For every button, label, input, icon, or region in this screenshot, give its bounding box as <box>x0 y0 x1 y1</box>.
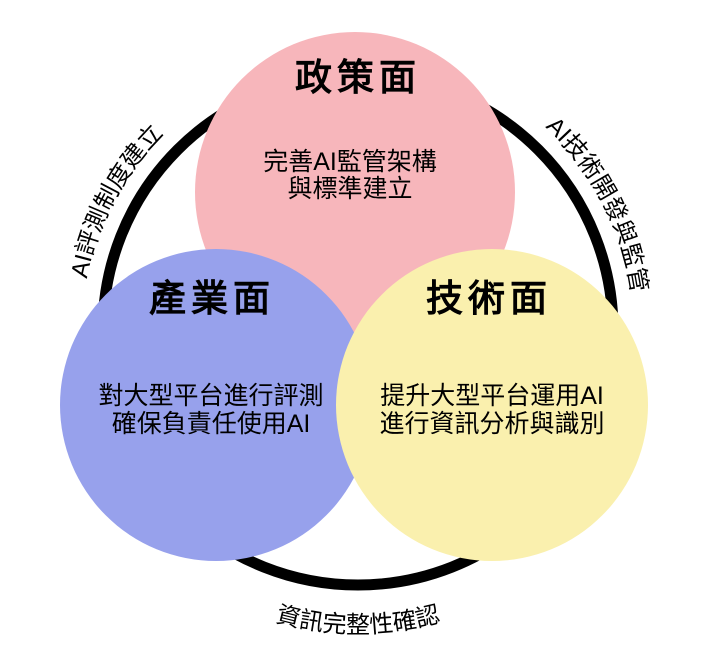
policy-description-line2: 與標準建立 <box>287 175 412 203</box>
ring-label-bottom-text: 資訊完整性確認 <box>274 601 443 639</box>
technology-description-line2: 進行資訊分析與識別 <box>379 410 604 438</box>
industry-description-line2: 確保負責任使用AI <box>112 410 311 438</box>
technology-description-line1: 提升大型平台運用AI <box>380 382 604 410</box>
industry-title: 產業面 <box>149 278 275 319</box>
technology-title: 技術面 <box>426 278 552 319</box>
industry-circle <box>60 249 372 561</box>
ring-label-bottom: 資訊完整性確認 <box>274 601 443 639</box>
policy-description-line1: 完善AI監管架構 <box>263 148 437 176</box>
technology-circle <box>336 249 648 561</box>
policy-title: 政策面 <box>295 57 421 98</box>
industry-description-line1: 對大型平台進行評測 <box>98 382 323 410</box>
